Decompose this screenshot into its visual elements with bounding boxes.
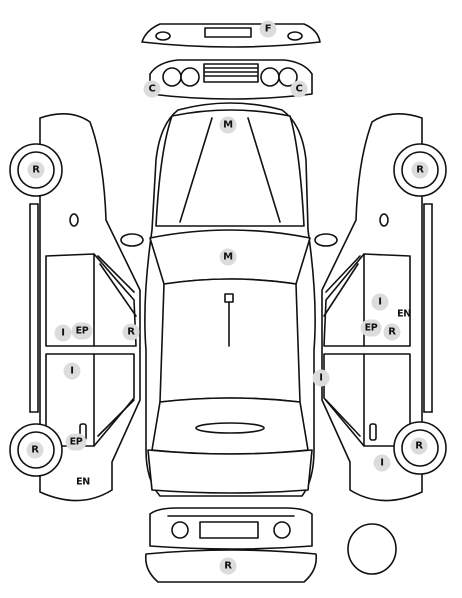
marker-front-bumper[interactable]: F [259,20,277,38]
front-bumper[interactable] [141,23,321,48]
right-rear-door[interactable] [323,353,411,447]
marker-right-front-door-interior[interactable]: I [371,293,389,311]
marker-right-rear-wheel[interactable]: R [410,437,428,455]
left-mirror[interactable] [120,233,144,247]
marker-left-headlight[interactable]: C [143,80,161,98]
marker-left-rocker[interactable]: R [122,323,140,341]
marker-right-rear-interior[interactable]: I [373,454,391,472]
hood[interactable] [155,109,305,227]
marker-right-rocker-interior[interactable]: I [312,369,330,387]
marker-right-front-door-ep[interactable]: EP [360,319,382,337]
marker-windshield[interactable]: M [219,248,237,266]
trunk-lid[interactable] [147,449,313,494]
marker-rear-bumper[interactable]: R [219,557,237,575]
marker-left-rear-door-interior[interactable]: I [63,362,81,380]
marker-right-front-wheel[interactable]: R [411,161,429,179]
right-mirror[interactable] [314,233,338,247]
marker-left-front-wheel[interactable]: R [27,161,45,179]
marker-right-en[interactable]: EN [397,308,411,320]
front-grille-headlights[interactable] [149,59,313,100]
marker-right-headlight[interactable]: C [290,80,308,98]
marker-right-front-door[interactable]: R [383,323,401,341]
marker-left-front-door-ep[interactable]: EP [71,322,93,340]
rear-window[interactable] [151,397,309,455]
marker-hood[interactable]: M [219,116,237,134]
marker-left-rear-wheel[interactable]: R [26,441,44,459]
roof[interactable] [159,278,301,403]
marker-left-rear-ep[interactable]: EP [65,433,87,451]
spare-tire[interactable] [347,523,397,575]
rear-lights[interactable] [149,507,313,550]
left-front-door[interactable] [45,253,137,347]
marker-left-front-door-interior[interactable]: I [54,324,72,342]
marker-left-en[interactable]: EN [76,476,90,488]
